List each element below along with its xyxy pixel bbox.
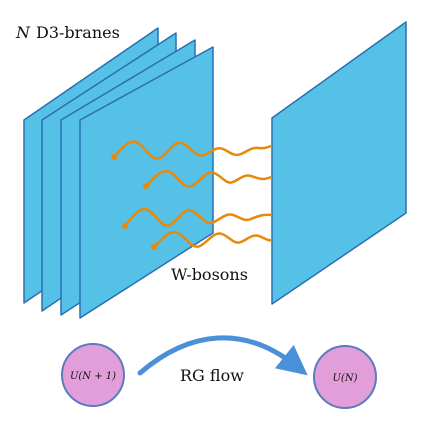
string-endpoint — [111, 154, 117, 160]
string-endpoint — [151, 244, 157, 250]
stack-text: D3-branes — [36, 23, 120, 42]
string-2 — [144, 169, 273, 188]
node-right-label: U(N) — [333, 373, 358, 384]
brane-stack — [23, 27, 214, 319]
brane-separated — [271, 21, 407, 305]
string-endpoints — [111, 154, 157, 250]
string-endpoint — [122, 223, 128, 229]
string-endpoint — [143, 183, 149, 189]
string-1 — [112, 140, 273, 160]
node-u-n — [313, 345, 377, 409]
rg-flow-label: RG flow — [180, 366, 244, 385]
stack-n-symbol: N — [15, 23, 31, 42]
brane-stack-label: N D3-branes — [15, 23, 120, 42]
string-4 — [152, 230, 273, 249]
rg-flow-arrow — [137, 335, 308, 376]
w-bosons-label: W-bosons — [171, 265, 248, 284]
brane-4 — [79, 46, 214, 319]
node-left-label: U(N + 1) — [70, 371, 116, 382]
w-boson-strings — [112, 140, 273, 249]
string-3 — [123, 207, 273, 228]
node-u-n-plus-1 — [61, 343, 125, 407]
